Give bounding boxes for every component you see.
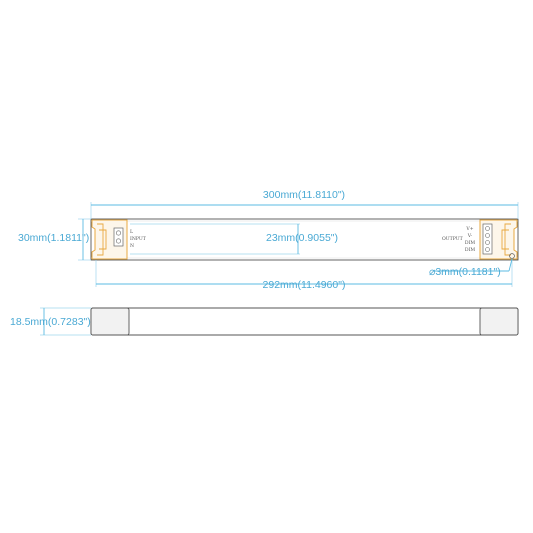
input-screw-icon <box>116 230 122 236</box>
input-bracket-clip-icon <box>97 223 107 256</box>
output-screw-icon <box>485 240 490 245</box>
dim-height: 18.5mm(0.7283") <box>10 316 91 328</box>
dim-width: 30mm(1.1811") <box>18 232 89 244</box>
output-pin-dim1: DIM <box>465 240 475 246</box>
output-screw-icon <box>485 247 490 252</box>
driver-body-top <box>90 218 519 261</box>
output-pin-dim2: DIM <box>465 247 475 253</box>
dim-mount-length: 292mm(11.4960") <box>263 279 346 291</box>
side-end-cap-right <box>479 307 519 336</box>
input-label: INPUT <box>130 236 147 242</box>
driver-body-side <box>90 307 519 336</box>
input-screw-icon <box>116 238 122 244</box>
output-pin-vminus: V- <box>467 233 473 239</box>
output-bracket-clip-icon <box>501 223 511 256</box>
input-pin-l: L <box>130 229 133 235</box>
output-terminal: V+ V- DIM DIM OUTPUT <box>442 219 518 260</box>
dim-inner-width: 23mm(0.9055") <box>266 232 338 244</box>
output-screw-icon <box>485 233 490 238</box>
hole-leader-diag <box>508 258 513 272</box>
input-pin-n: N <box>130 243 134 249</box>
top-view: L INPUT N V+ V- DIM DIM OUTPUT <box>90 218 519 261</box>
side-end-cap-left <box>90 307 130 336</box>
input-terminal: L INPUT N <box>91 219 147 260</box>
output-label: OUTPUT <box>442 236 464 242</box>
output-screw-icon <box>485 226 490 231</box>
side-view: 18.5mm(0.7283") <box>10 307 519 336</box>
dim-length-total: 300mm(11.8110") <box>263 189 345 201</box>
dim-hole: ⌀3mm(0.1181") <box>429 266 501 278</box>
output-pin-vplus: V+ <box>465 226 473 232</box>
input-terminal-block <box>113 227 124 247</box>
output-terminal-block <box>482 223 493 255</box>
dimension-lines: 300mm(11.8110") 30mm(1.1811") 23mm(0.905… <box>18 189 519 291</box>
